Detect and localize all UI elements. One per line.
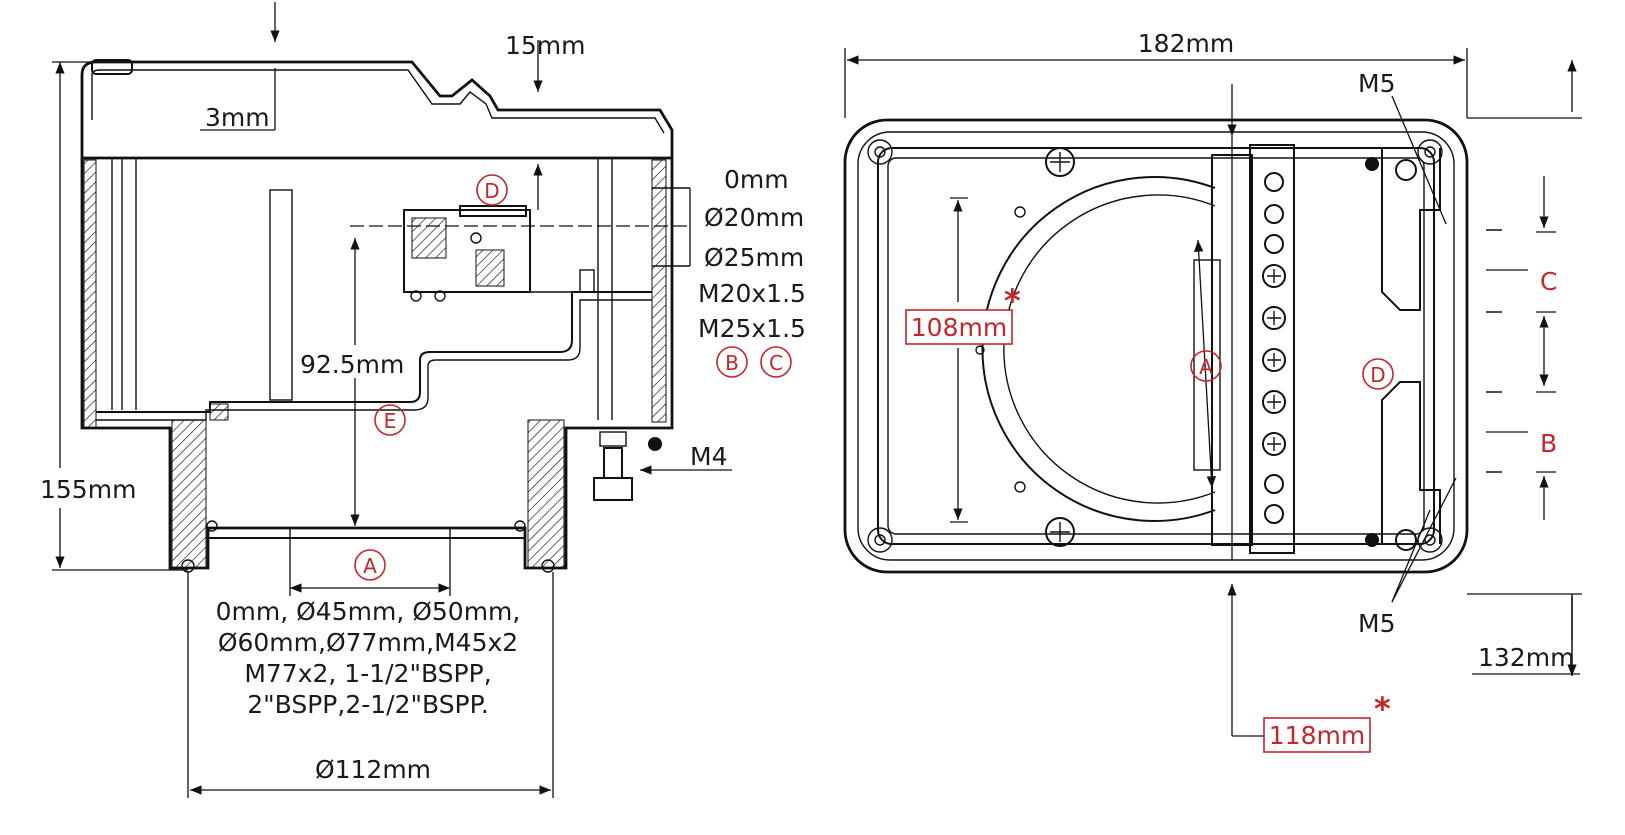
callout-a-side: A (354, 549, 386, 581)
dim-base-diameter: Ø112mm (315, 755, 431, 784)
callout-e-side: E (374, 404, 406, 436)
corner-holes (867, 139, 1443, 553)
callout-a-top: A (1190, 350, 1222, 382)
bottom-entry-line-2: M77x2, 1-1/2"BSPP, (244, 659, 491, 688)
terminal-screws (1262, 172, 1286, 524)
dim-inner-width: 118mm (1269, 721, 1365, 750)
cover-hinge (91, 59, 133, 75)
asterisk-inner-height: * (1004, 282, 1021, 320)
dim-total-height: 155mm (40, 475, 136, 504)
enclosure-body (80, 158, 674, 570)
callout-b-top: B (1540, 429, 1557, 458)
dim-inner-height: 92.5mm (300, 350, 404, 379)
enclosure-cover (80, 60, 674, 160)
dim-inner-width-box (1263, 717, 1371, 753)
side-view-labels: 3mm 15mm 0mm Ø20mm Ø25mm M20x1.5 M25x1.5… (40, 31, 806, 784)
callout-c-top: C (1540, 267, 1557, 296)
callout-d-side: D (476, 174, 508, 206)
dim-inner-height: 108mm (911, 313, 1007, 342)
callout-b-side: B (716, 346, 748, 378)
side-view (80, 59, 690, 573)
entry-option-4: M25x1.5 (698, 314, 806, 343)
dim-cover-offset: 15mm (505, 31, 586, 60)
entry-option-1: Ø20mm (704, 203, 804, 232)
top-view-labels: 182mm M5 M5 132mm 108mm * 118mm * A D C … (905, 29, 1574, 753)
callout-c-side: C (760, 346, 792, 378)
dim-top-gap: 3mm (205, 103, 270, 132)
svg-text:E: E (384, 409, 397, 433)
callout-d-top: D (1362, 358, 1394, 390)
svg-text:A: A (1199, 355, 1213, 379)
svg-text:D: D (1370, 363, 1385, 387)
entry-option-3: M20x1.5 (698, 279, 806, 308)
bottom-entry-line-0: 0mm, Ø45mm, Ø50mm, (216, 597, 521, 626)
bottom-entry-line-3: 2"BSPP,2-1/2"BSPP. (247, 690, 489, 719)
dim-screw-m4: M4 (690, 442, 727, 471)
asterisk-inner-width: * (1374, 690, 1391, 728)
bottom-entry-line-1: Ø60mm,Ø77mm,M45x2 (218, 628, 518, 657)
side-view-dimensions (52, 2, 732, 798)
svg-text:D: D (484, 179, 499, 203)
inner-cavity (877, 147, 1435, 545)
dim-inner-height-box (905, 309, 1013, 345)
svg-text:C: C (769, 351, 783, 375)
top-view-dimensions (844, 48, 1582, 737)
entry-option-0: 0mm (724, 165, 789, 194)
top-view (843, 118, 1502, 574)
entry-option-2: Ø25mm (704, 243, 804, 272)
dim-m5-top: M5 (1358, 69, 1395, 98)
enclosure-outline (843, 118, 1469, 574)
svg-text:B: B (725, 351, 739, 375)
dim-m5-bottom: M5 (1358, 609, 1395, 638)
dim-width: 182mm (1138, 29, 1234, 58)
cable-entry-circle (981, 176, 1216, 522)
dim-height: 132mm (1478, 643, 1574, 672)
earth-screw (603, 447, 623, 479)
svg-text:A: A (363, 554, 377, 578)
